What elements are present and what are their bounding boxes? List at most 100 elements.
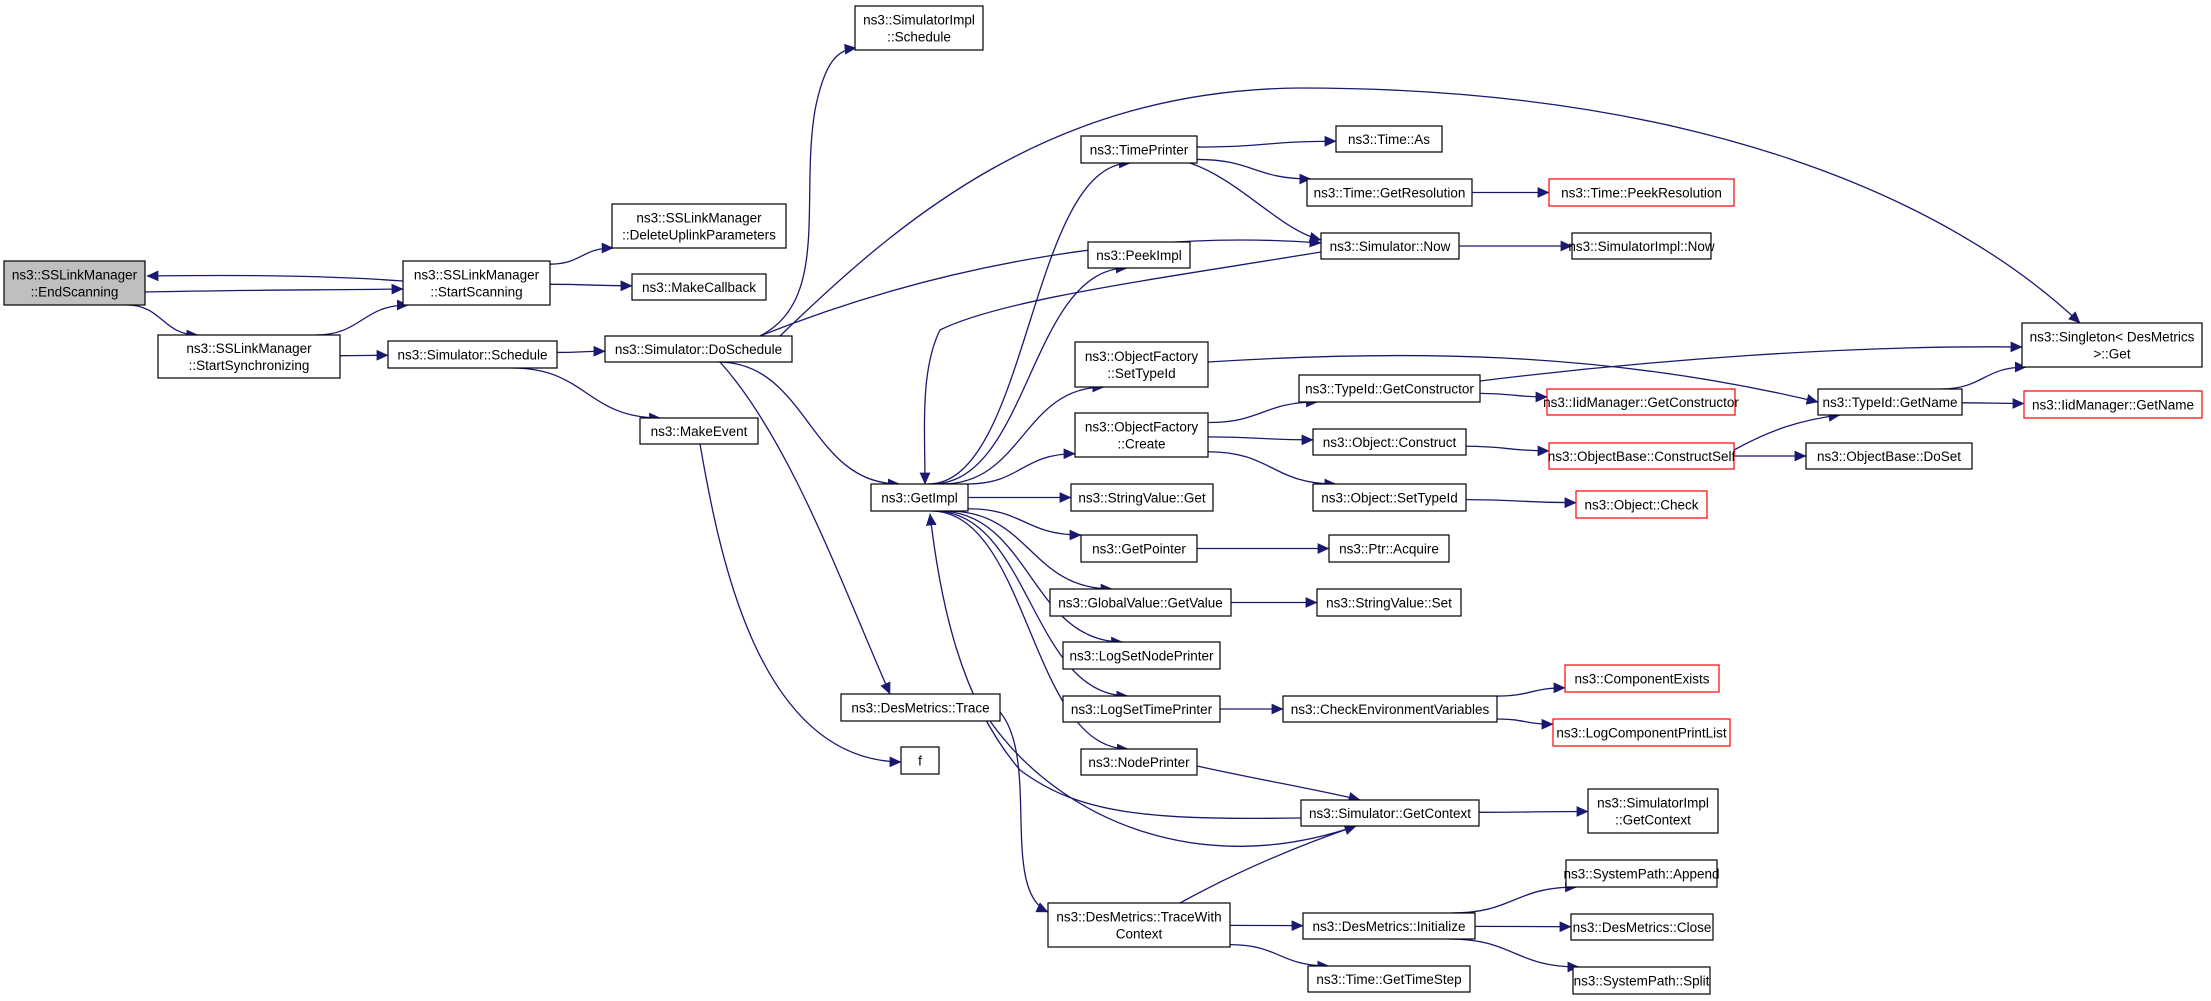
node-object-check[interactable]: ns3::Object::Check	[1575, 490, 1708, 519]
edge-of_create-to-object_settypeid	[1207, 451, 1337, 490]
node-box	[1565, 859, 1718, 888]
node-box	[1087, 241, 1191, 269]
node-label: ns3::SSLinkManager	[186, 341, 312, 356]
node-label: ::EndScanning	[31, 285, 119, 300]
node-time-peekresolution[interactable]: ns3::Time::PeekResolution	[1548, 178, 1735, 207]
node-box	[2021, 322, 2203, 368]
node-stringvalue-get[interactable]: ns3::StringValue::Get	[1070, 483, 1214, 512]
node-objectbase-doset[interactable]: ns3::ObjectBase::DoSet	[1805, 442, 1973, 470]
node-label: ns3::Object::Construct	[1323, 435, 1457, 450]
node-box	[387, 340, 558, 369]
node-label: ns3::Object::Check	[1584, 498, 1698, 513]
node-desmetrics-trace[interactable]: ns3::DesMetrics::Trace	[840, 693, 1001, 722]
node-box	[1572, 966, 1711, 995]
node-desmetrics-initialize[interactable]: ns3::DesMetrics::Initialize	[1302, 912, 1476, 940]
node-globalvalue-getvalue[interactable]: ns3::GlobalValue::GetValue	[1049, 588, 1232, 617]
node-label: ::StartSynchronizing	[189, 358, 310, 373]
node-box	[1575, 490, 1708, 519]
node-box	[1080, 534, 1198, 563]
node-getimpl[interactable]: ns3::GetImpl	[870, 483, 969, 512]
node-label: ns3::StringValue::Get	[1078, 491, 1206, 506]
node-desmetrics-close[interactable]: ns3::DesMetrics::Close	[1570, 913, 1714, 941]
edge-timeprinter-to-simulator_now	[1189, 162, 1322, 243]
node-singleton-get[interactable]: ns3::Singleton< DesMetrics >::Get	[2021, 322, 2203, 368]
node-label: ns3::Ptr::Acquire	[1339, 542, 1439, 557]
node-label: ns3::GlobalValue::GetValue	[1058, 596, 1223, 611]
node-f[interactable]: f	[900, 746, 940, 775]
node-makeevent[interactable]: ns3::MakeEvent	[639, 417, 759, 445]
edge-tracewithcontext-to-simulator_getcontext	[1179, 824, 1357, 904]
edge-doschedule-to-getimpl	[717, 361, 901, 490]
node-logsetnodeprinter[interactable]: ns3::LogSetNodePrinter	[1062, 641, 1221, 670]
node-systempath-split[interactable]: ns3::SystemPath::Split	[1572, 966, 1711, 995]
node-nodeprinter[interactable]: ns3::NodePrinter	[1080, 748, 1198, 776]
node-box	[1070, 483, 1214, 512]
node-doschedule[interactable]: ns3::Simulator::DoSchedule	[604, 335, 793, 363]
edge-getimpl-to-globalvalue_getvalue	[947, 510, 1113, 595]
node-componentexists[interactable]: ns3::ComponentExists	[1564, 664, 1720, 693]
node-of-create[interactable]: ns3::ObjectFactory::Create	[1074, 412, 1209, 458]
edge-typeid_getconstructor-to-iidmanager_getconstructor	[1479, 391, 1548, 403]
edge-typeid_getname-to-singleton_get	[1940, 361, 2027, 390]
node-logsettimeprinter[interactable]: ns3::LogSetTimePrinter	[1062, 695, 1221, 723]
node-label: ns3::SSLinkManager	[12, 268, 138, 283]
node-objectbase-constructself[interactable]: ns3::ObjectBase::ConstructSelf	[1548, 442, 1736, 470]
node-checkenv[interactable]: ns3::CheckEnvironmentVariables	[1282, 695, 1498, 723]
node-box	[1307, 965, 1471, 993]
node-makecallback[interactable]: ns3::MakeCallback	[631, 273, 767, 301]
node-box	[1074, 412, 1209, 458]
node-box	[900, 746, 940, 775]
node-simimpl-getcontext[interactable]: ns3::SimulatorImpl::GetContext	[1587, 788, 1719, 834]
node-getpointer[interactable]: ns3::GetPointer	[1080, 534, 1198, 563]
node-box	[1047, 902, 1231, 948]
node-startscanning[interactable]: ns3::SSLinkManager::StartScanning	[402, 260, 551, 306]
node-box	[854, 5, 984, 51]
node-peekimpl[interactable]: ns3::PeekImpl	[1087, 241, 1191, 269]
node-label: f	[918, 754, 922, 769]
node-label: ns3::MakeEvent	[651, 424, 748, 439]
node-schedule[interactable]: ns3::Simulator::Schedule	[387, 340, 558, 369]
node-label: ns3::LogComponentPrintList	[1556, 726, 1727, 741]
node-label: ns3::SimulatorImpl	[863, 13, 975, 28]
edge-getimpl-to-of_settypeid	[942, 381, 1105, 485]
node-typeid-getconstructor[interactable]: ns3::TypeId::GetConstructor	[1298, 374, 1481, 403]
node-time-as[interactable]: ns3::Time::As	[1335, 125, 1443, 153]
node-ptr-acquire[interactable]: ns3::Ptr::Acquire	[1328, 534, 1450, 563]
node-box	[1335, 125, 1443, 153]
node-of-settypeid[interactable]: ns3::ObjectFactory::SetTypeId	[1074, 341, 1209, 388]
node-simulator-now[interactable]: ns3::Simulator::Now	[1320, 232, 1460, 260]
node-object-construct[interactable]: ns3::Object::Construct	[1312, 428, 1467, 456]
node-logcomponentprintlist[interactable]: ns3::LogComponentPrintList	[1552, 718, 1731, 747]
node-simulator-getcontext[interactable]: ns3::Simulator::GetContext	[1300, 799, 1480, 827]
node-label: ::Create	[1117, 437, 1165, 452]
node-box	[631, 273, 767, 301]
edge-desmetrics_trace-to-simulator_getcontext	[989, 720, 1357, 847]
node-iidmanager-getname[interactable]: ns3::IidManager::GetName	[2023, 390, 2203, 419]
node-stringvalue-set[interactable]: ns3::StringValue::Set	[1316, 588, 1462, 617]
node-box	[3, 260, 146, 306]
node-deleteuplink[interactable]: ns3::SSLinkManager::DeleteUplinkParamete…	[611, 203, 787, 249]
node-time-getresolution[interactable]: ns3::Time::GetResolution	[1306, 178, 1473, 207]
node-label: ns3::Simulator::GetContext	[1309, 806, 1471, 821]
node-box	[1548, 178, 1735, 207]
node-endscanning[interactable]: ns3::SSLinkManager::EndScanning	[3, 260, 146, 306]
node-simimpl-schedule[interactable]: ns3::SimulatorImpl::Schedule	[854, 5, 984, 51]
node-label: ns3::ObjectFactory	[1085, 349, 1199, 364]
node-systempath-append[interactable]: ns3::SystemPath::Append	[1563, 859, 1720, 888]
node-label: ns3::Simulator::Now	[1330, 239, 1451, 254]
edge-getimpl-to-of_create	[967, 448, 1076, 485]
node-typeid-getname[interactable]: ns3::TypeId::GetName	[1817, 388, 1963, 416]
node-timeprinter[interactable]: ns3::TimePrinter	[1080, 135, 1198, 164]
node-object-settypeid[interactable]: ns3::Object::SetTypeId	[1312, 483, 1467, 512]
node-simimpl-now[interactable]: ns3::SimulatorImpl::Now	[1568, 232, 1715, 260]
edge-doschedule-to-simimpl_schedule	[759, 43, 857, 337]
nodes-layer: ns3::SSLinkManager::EndScanningns3::SSLi…	[3, 5, 2203, 995]
edge-getimpl-to-timeprinter	[928, 157, 1132, 485]
node-time-gettimestep[interactable]: ns3::Time::GetTimeStep	[1307, 965, 1471, 993]
node-iidmanager-getconstructor[interactable]: ns3::IidManager::GetConstructor	[1543, 388, 1739, 416]
node-label: ns3::NodePrinter	[1088, 755, 1190, 770]
edge-of_create-to-object_construct	[1207, 434, 1314, 446]
edge-makeevent-to-f	[699, 443, 902, 768]
node-startsync[interactable]: ns3::SSLinkManager::StartSynchronizing	[157, 334, 341, 379]
